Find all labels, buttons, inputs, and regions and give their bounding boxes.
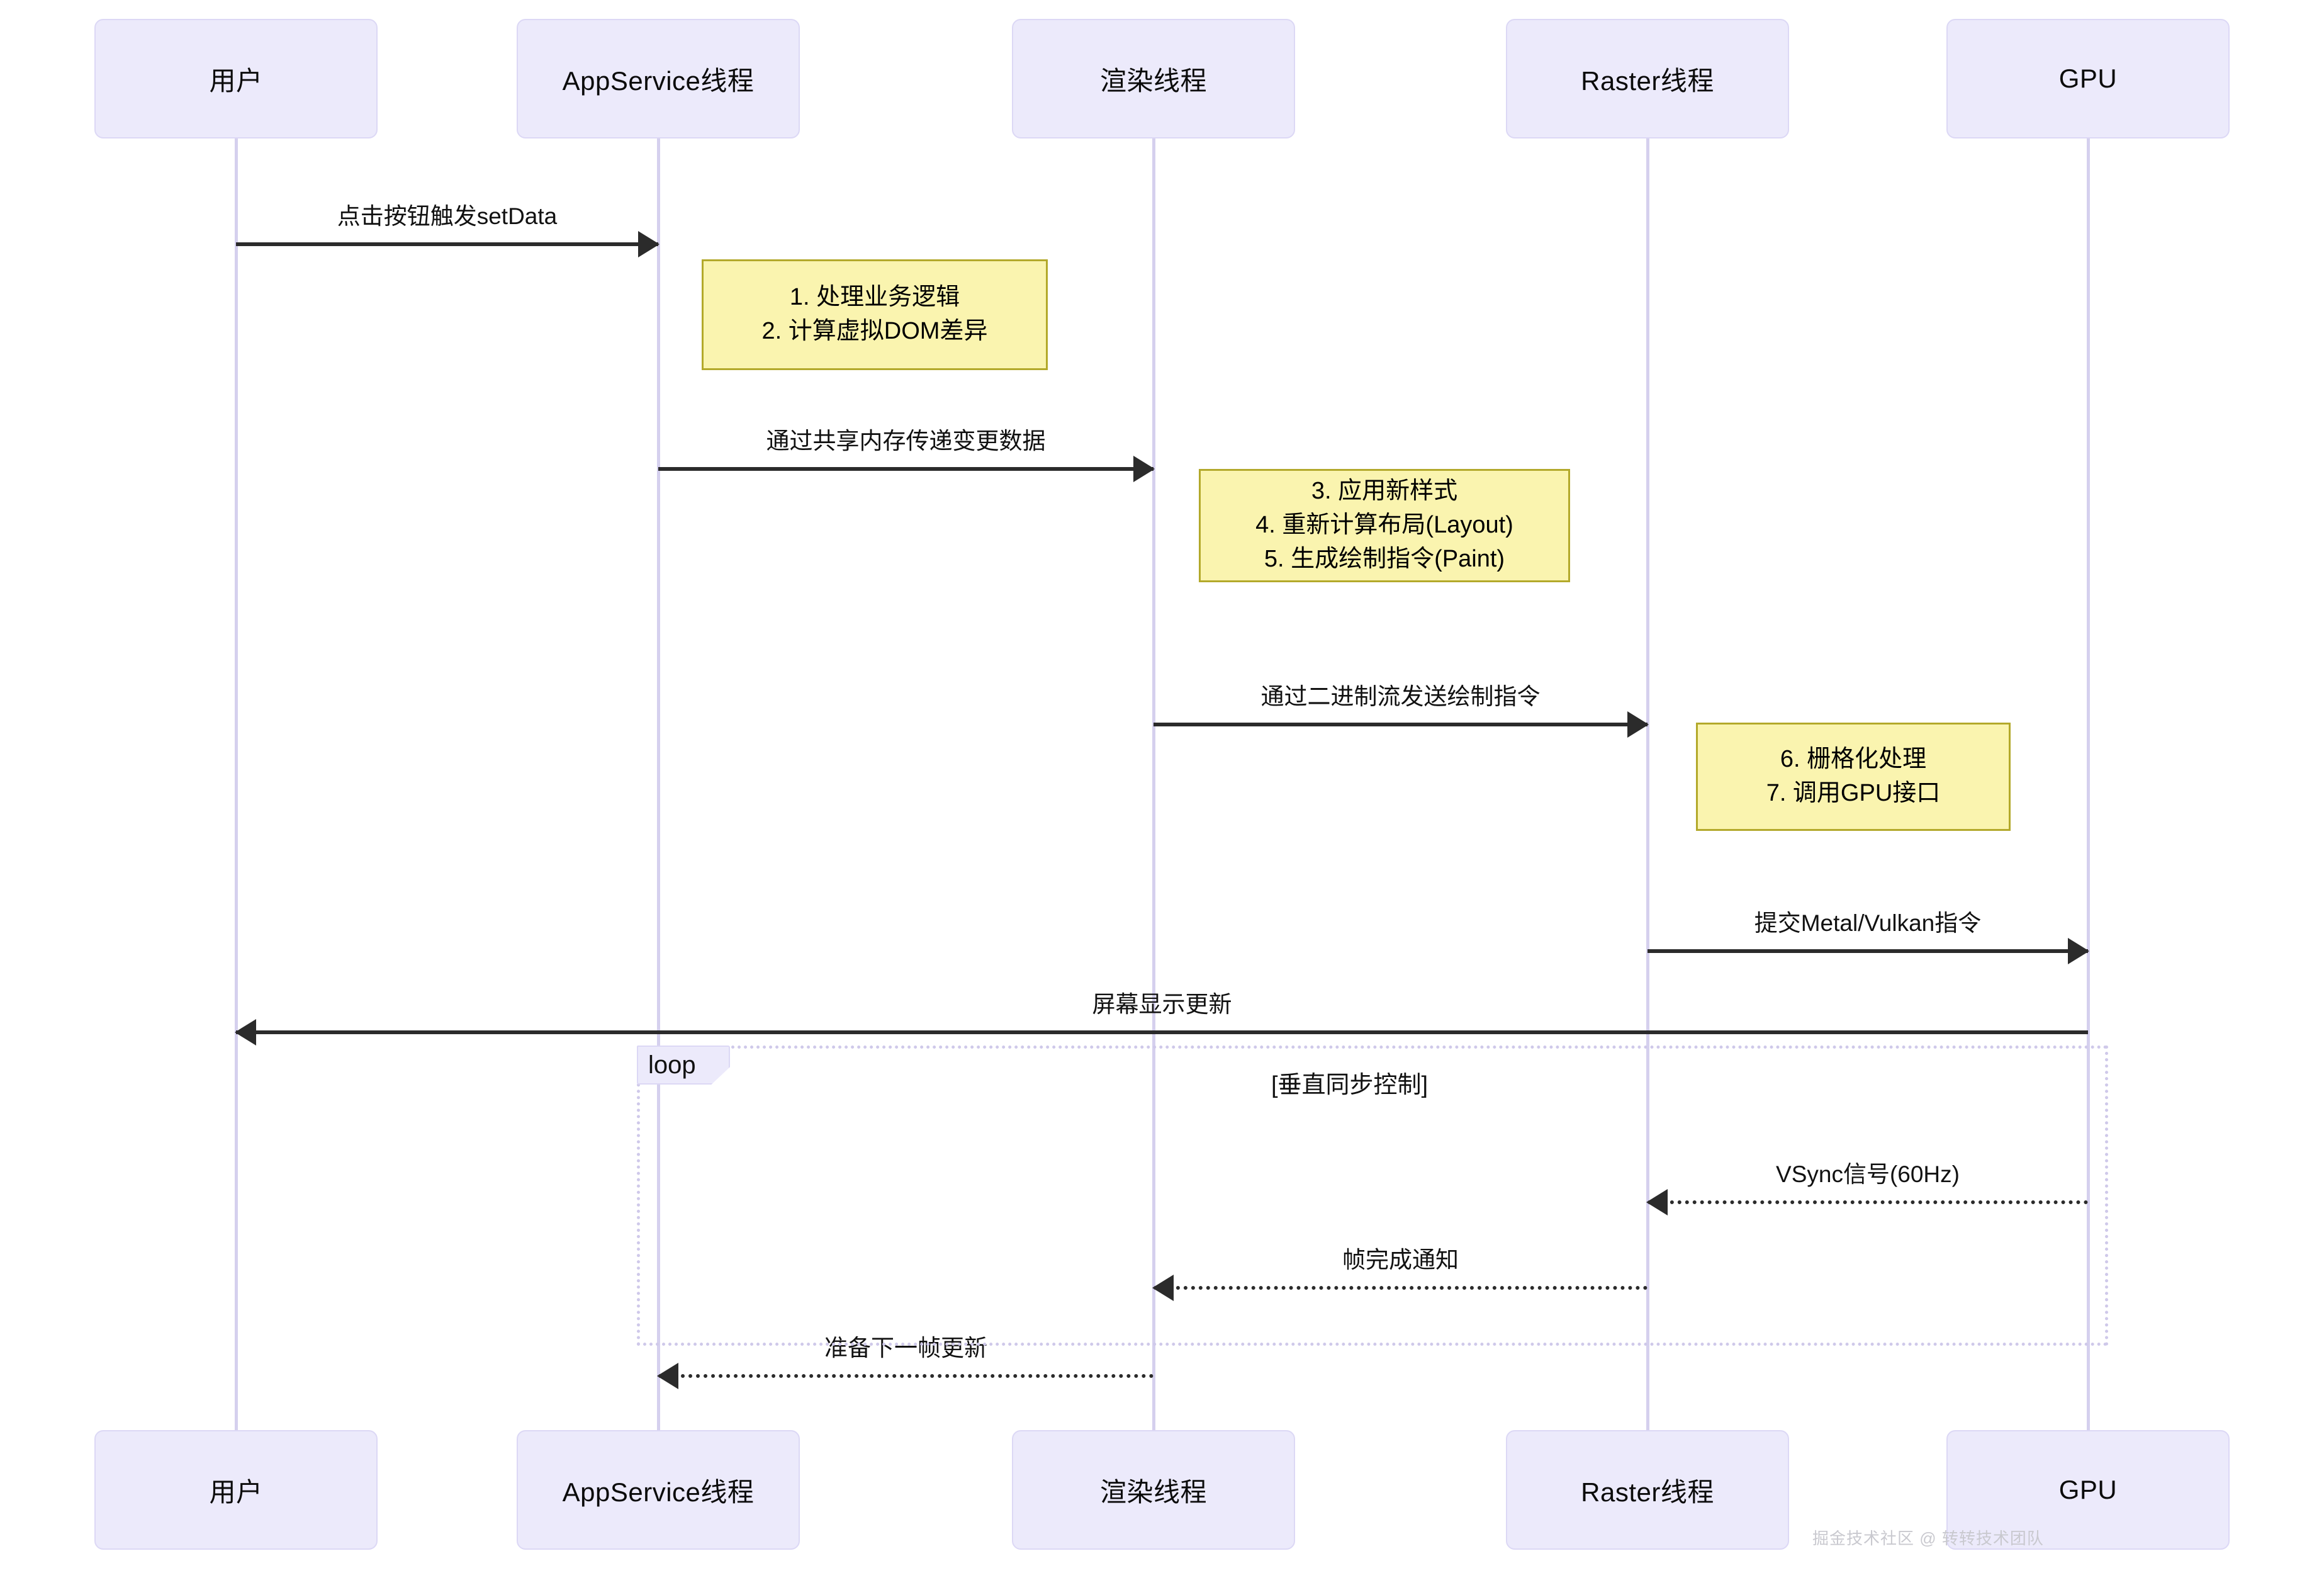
message-label: 准备下一帧更新 <box>824 1335 987 1361</box>
participant-label: AppService线程 <box>562 65 755 96</box>
loop-fragment-label: loop <box>648 1051 696 1079</box>
participant-box-appservice-bottom[interactable]: AppService线程 <box>517 1430 800 1550</box>
note-raster-steps: 6. 栅格化处理 7. 调用GPU接口 <box>1696 723 2011 831</box>
message-label: 屏幕显示更新 <box>1092 991 1232 1017</box>
note-line: 1. 处理业务逻辑 <box>789 284 960 311</box>
message-line <box>1154 1286 1648 1290</box>
note-appservice-steps: 1. 处理业务逻辑 2. 计算虚拟DOM差异 <box>702 259 1048 370</box>
participant-box-user-top[interactable]: 用户 <box>94 19 378 138</box>
lifeline-gpu <box>2087 138 2090 1430</box>
participant-box-raster-bottom[interactable]: Raster线程 <box>1506 1430 1789 1550</box>
note-line: 6. 栅格化处理 <box>1780 746 1927 773</box>
participant-label: AppService线程 <box>562 1477 755 1507</box>
lifeline-raster <box>1646 138 1649 1430</box>
participant-label: GPU <box>2058 64 2118 93</box>
participant-box-render-top[interactable]: 渲染线程 <box>1012 19 1295 138</box>
participant-box-user-bottom[interactable]: 用户 <box>94 1430 378 1550</box>
participant-label: GPU <box>2058 1475 2118 1504</box>
message-label: 点击按钮触发setData <box>337 203 558 229</box>
message-line <box>1648 949 2088 953</box>
note-line: 3. 应用新样式 <box>1311 478 1458 505</box>
participant-label: Raster线程 <box>1581 1477 1714 1507</box>
participant-box-raster-top[interactable]: Raster线程 <box>1506 19 1789 138</box>
participant-box-gpu-bottom[interactable]: GPU <box>1946 1430 2230 1550</box>
lifeline-render <box>1152 138 1155 1430</box>
participant-box-gpu-top[interactable]: GPU <box>1946 19 2230 138</box>
participant-label: 渲染线程 <box>1099 65 1207 96</box>
message-line <box>236 1030 2088 1034</box>
note-line: 7. 调用GPU接口 <box>1766 780 1941 806</box>
message-line <box>658 1374 1154 1378</box>
loop-fragment-tab: loop <box>637 1046 730 1085</box>
message-line <box>1648 1200 2088 1204</box>
arrowhead-left-icon <box>1646 1189 1668 1215</box>
loop-fragment-condition: [垂直同步控制] <box>1271 1072 1429 1098</box>
message-label: 帧完成通知 <box>1342 1247 1459 1273</box>
arrowhead-left-icon <box>1152 1275 1174 1301</box>
arrowhead-left-icon <box>657 1363 678 1389</box>
watermark-text: 掘金技术社区 @ 转转技术团队 <box>1812 1529 2044 1548</box>
arrowhead-right-icon <box>1133 456 1155 482</box>
participant-box-appservice-top[interactable]: AppService线程 <box>517 19 800 138</box>
participant-label: Raster线程 <box>1581 65 1714 96</box>
lifeline-appservice <box>657 138 660 1430</box>
arrowhead-right-icon <box>1627 711 1649 738</box>
note-line: 5. 生成绘制指令(Paint) <box>1264 545 1505 572</box>
note-line: 4. 重新计算布局(Layout) <box>1255 512 1513 539</box>
message-line <box>658 467 1154 471</box>
message-label: 通过共享内存传递变更数据 <box>766 428 1046 454</box>
participant-box-render-bottom[interactable]: 渲染线程 <box>1012 1430 1295 1550</box>
note-render-steps: 3. 应用新样式 4. 重新计算布局(Layout) 5. 生成绘制指令(Pai… <box>1199 469 1570 582</box>
lifeline-user <box>235 138 238 1430</box>
arrowhead-right-icon <box>638 231 660 257</box>
message-label: VSync信号(60Hz) <box>1776 1161 1960 1187</box>
message-label: 通过二进制流发送绘制指令 <box>1260 684 1541 709</box>
participant-label: 渲染线程 <box>1099 1477 1207 1507</box>
loop-fragment-vsync <box>637 1046 2108 1346</box>
message-label: 提交Metal/Vulkan指令 <box>1754 910 1982 936</box>
participant-label: 用户 <box>209 1477 263 1507</box>
note-line: 2. 计算虚拟DOM差异 <box>761 318 988 344</box>
participant-label: 用户 <box>209 65 263 96</box>
message-line <box>1154 723 1648 726</box>
arrowhead-right-icon <box>2068 938 2089 964</box>
message-line <box>236 242 658 246</box>
arrowhead-left-icon <box>235 1019 256 1046</box>
